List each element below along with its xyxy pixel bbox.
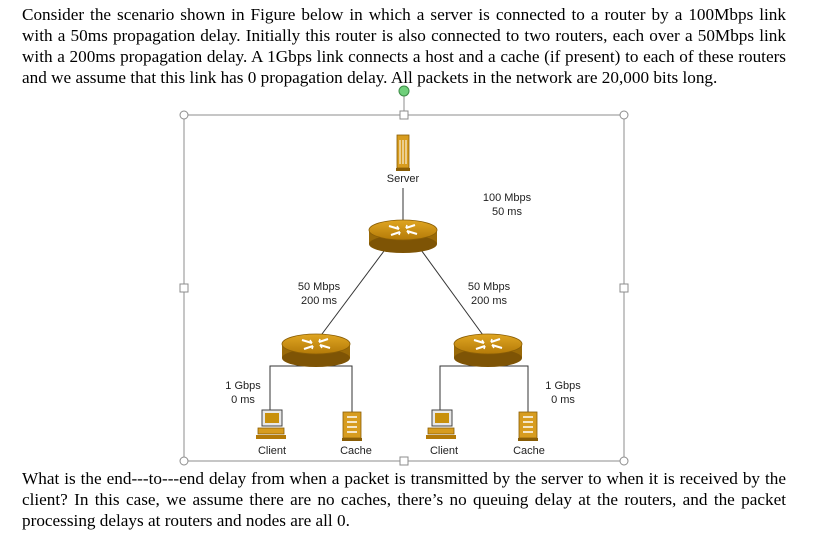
link-right-rate: 50 Mbps (468, 281, 511, 293)
resize-handle-right[interactable] (619, 283, 629, 293)
client-computer-icon (255, 409, 287, 440)
resize-handle-tr[interactable] (619, 110, 629, 120)
access-left-delay: 0 ms (231, 394, 255, 406)
router-icon (281, 333, 351, 368)
link-left-delay: 200 ms (301, 295, 338, 307)
cache-icon (517, 411, 539, 442)
cache-left-label: Cache (340, 445, 372, 457)
rotate-handle[interactable] (398, 85, 410, 97)
resize-handle-bottom[interactable] (399, 456, 409, 466)
access-right-delay: 0 ms (551, 394, 575, 406)
router-icon (368, 219, 438, 254)
client-left-label: Client (258, 445, 286, 457)
server-icon (396, 134, 410, 171)
resize-handle-left[interactable] (179, 283, 189, 293)
problem-paragraph: Consider the scenario shown in Figure be… (22, 5, 786, 87)
router-icon (453, 333, 523, 368)
access-left-rate: 1 Gbps (225, 380, 261, 392)
resize-handle-br[interactable] (619, 456, 629, 466)
link-left-rate: 50 Mbps (298, 281, 341, 293)
access-right-rate: 1 Gbps (545, 380, 581, 392)
client-computer-icon (425, 409, 457, 440)
resize-handle-top[interactable] (399, 110, 409, 120)
cache-right-label: Cache (513, 445, 545, 457)
link-top-delay: 50 ms (492, 206, 522, 218)
server-label: Server (387, 173, 420, 185)
cache-icon (341, 411, 363, 442)
question-paragraph: What is the end---to---end delay from wh… (22, 469, 786, 530)
link-top-rate: 100 Mbps (483, 192, 532, 204)
client-right-label: Client (430, 445, 458, 457)
resize-handle-bl[interactable] (179, 456, 189, 466)
resize-handle-tl[interactable] (179, 110, 189, 120)
link-right-delay: 200 ms (471, 295, 508, 307)
